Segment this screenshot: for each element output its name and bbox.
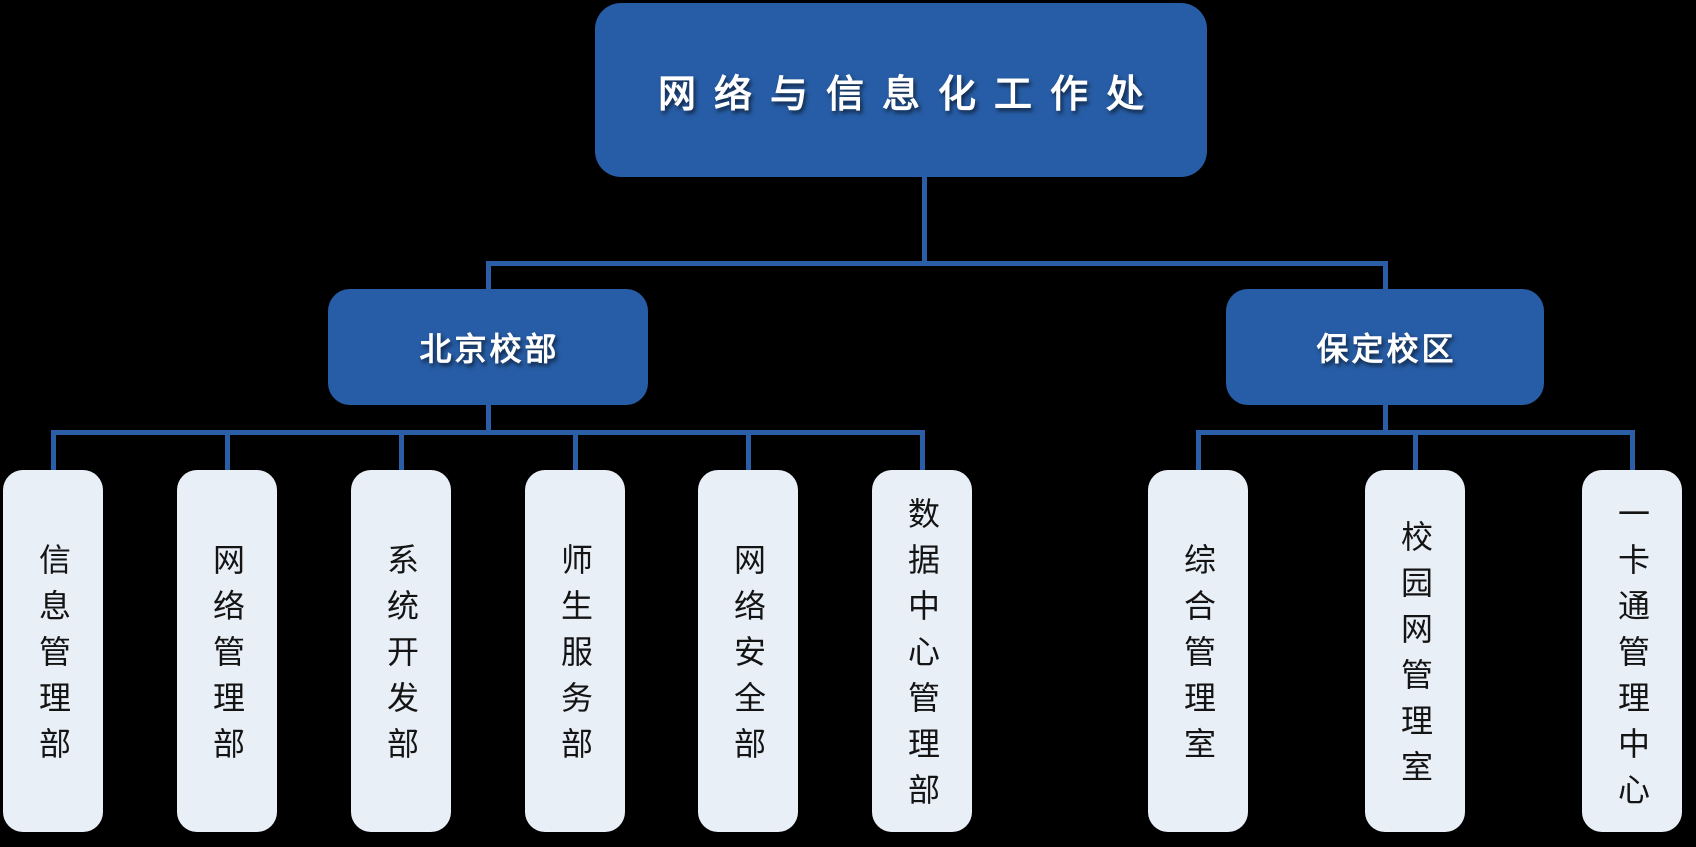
org-node-leaf-label: 数据中心管理部 bbox=[904, 497, 940, 819]
org-node-root-label: 网络与信息化工作处 bbox=[657, 73, 1162, 116]
connector-leaf-drop bbox=[51, 430, 56, 472]
org-node-leaf-label: 网络安全部 bbox=[730, 543, 766, 773]
org-node-leaf: 信息管理部 bbox=[3, 470, 103, 832]
org-node-leaf: 系统开发部 bbox=[351, 470, 451, 832]
connector-drop-beijing bbox=[486, 261, 491, 291]
connector-leaf-drop bbox=[920, 430, 925, 472]
org-node-leaf: 综合管理室 bbox=[1148, 470, 1248, 832]
connector-leaf-drop bbox=[399, 430, 404, 472]
connector-leaf-drop bbox=[1413, 430, 1418, 472]
connector-root-trunk bbox=[922, 175, 927, 266]
org-node-leaf-label: 网络管理部 bbox=[209, 543, 245, 773]
org-node-leaf: 数据中心管理部 bbox=[872, 470, 972, 832]
connector-leaf-drop bbox=[225, 430, 230, 472]
org-node-leaf-label: 一卡通管理中心 bbox=[1614, 497, 1650, 819]
connector-beijing-horizontal bbox=[51, 430, 925, 435]
connector-leaf-drop bbox=[1630, 430, 1635, 472]
connector-leaf-drop bbox=[746, 430, 751, 472]
org-node-leaf-label: 系统开发部 bbox=[383, 543, 419, 773]
connector-main-horizontal bbox=[486, 261, 1388, 266]
org-node-leaf-label: 校园网管理室 bbox=[1397, 520, 1433, 796]
connector-drop-baoding bbox=[1383, 261, 1388, 291]
org-node-branch-beijing-label: 北京校部 bbox=[419, 331, 560, 367]
org-node-branch-baoding: 保定校区 bbox=[1226, 289, 1544, 405]
org-node-root: 网络与信息化工作处 bbox=[595, 3, 1207, 177]
org-node-leaf: 一卡通管理中心 bbox=[1582, 470, 1682, 832]
org-node-branch-beijing: 北京校部 bbox=[328, 289, 648, 405]
org-node-leaf-label: 师生服务部 bbox=[557, 543, 593, 773]
org-node-leaf-label: 综合管理室 bbox=[1180, 543, 1216, 773]
connector-baoding-down bbox=[1383, 403, 1388, 435]
connector-leaf-drop bbox=[1196, 430, 1201, 472]
connector-beijing-down bbox=[486, 403, 491, 435]
connector-leaf-drop bbox=[573, 430, 578, 472]
org-node-branch-baoding-label: 保定校区 bbox=[1316, 331, 1457, 367]
org-node-leaf-label: 信息管理部 bbox=[35, 543, 71, 773]
org-node-leaf: 网络管理部 bbox=[177, 470, 277, 832]
org-node-leaf: 校园网管理室 bbox=[1365, 470, 1465, 832]
org-node-leaf: 网络安全部 bbox=[698, 470, 798, 832]
org-node-leaf: 师生服务部 bbox=[525, 470, 625, 832]
